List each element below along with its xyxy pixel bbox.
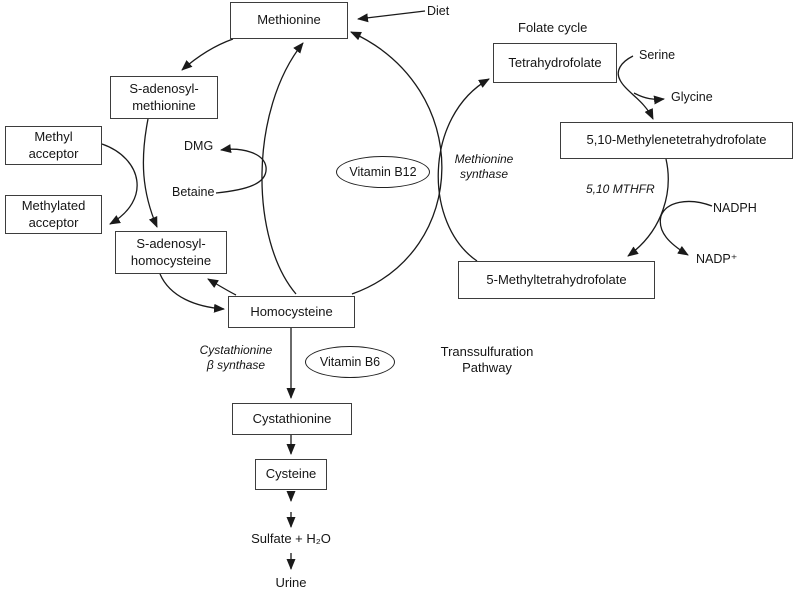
node-methyl-acceptor: Methyl acceptor: [5, 126, 102, 165]
arrow-methionine-to-sam: [181, 38, 234, 71]
arrow-methylthf-to-tetrahydrofolate: [437, 78, 490, 262]
node-tetrahydrofolate: Tetrahydrofolate: [493, 43, 617, 83]
cofactor-vitamin-b6: Vitamin B6: [305, 346, 395, 378]
enzyme-cystathionine-beta-synthase: Cystathionine β synthase: [199, 343, 273, 372]
label-betaine: Betaine: [172, 185, 215, 199]
label-transsulfuration-pathway: Transsulfuration Pathway: [440, 344, 534, 375]
arrow-diet-to-methionine: [357, 10, 426, 23]
node-cystathionine: Cystathionine: [232, 403, 352, 435]
arrow-branch-to-glycine: [633, 92, 665, 105]
label-nadph: NADPH: [713, 201, 757, 215]
node-methylene-tetrahydrofolate: 5,10-Methylenetetrahydrofolate: [560, 122, 793, 159]
node-methyl-tetrahydrofolate: 5-Methyltetrahydrofolate: [458, 261, 655, 299]
label-glycine: Glycine: [671, 90, 713, 104]
arrow-serine-to-methylenethf: [617, 55, 654, 120]
enzyme-mthfr: 5,10 MTHFR: [586, 182, 655, 196]
enzyme-methionine-synthase: Methionine synthase: [454, 152, 514, 181]
arrow-homocysteine-to-sah: [207, 278, 237, 296]
label-sulfate-water: Sulfate + H₂O: [251, 531, 331, 546]
node-methylated-acceptor: Methylated acceptor: [5, 195, 102, 234]
label-dmg: DMG: [184, 139, 214, 153]
label-nadp-plus: NADP⁺: [696, 252, 738, 266]
node-s-adenosyl-methionine: S-adenosyl- methionine: [110, 76, 218, 119]
arrow-sah-to-homocysteine: [159, 273, 225, 313]
label-urine: Urine: [275, 575, 307, 590]
arrow-methyl-acceptor-to-methylated-acceptor: [101, 143, 138, 225]
node-s-adenosyl-homocysteine: S-adenosyl- homocysteine: [115, 231, 227, 274]
arrow-homocysteine-to-methionine-betaine-arc: [261, 42, 304, 295]
arrow-sam-to-sah: [142, 118, 158, 228]
label-folate-cycle: Folate cycle: [518, 20, 588, 35]
arrow-homocysteine-to-methionine-synthase-arc: [350, 31, 443, 295]
arrow-nadph-to-nadp: [659, 200, 713, 256]
node-homocysteine: Homocysteine: [228, 296, 355, 328]
arrow-betaine-to-dmg: [215, 144, 267, 194]
label-serine: Serine: [639, 48, 676, 62]
node-methionine: Methionine: [230, 2, 348, 39]
label-diet: Diet: [427, 4, 450, 18]
arrow-methylenethf-to-methylthf: [627, 158, 669, 257]
cofactor-vitamin-b12: Vitamin B12: [336, 156, 430, 188]
node-cysteine: Cysteine: [255, 459, 327, 490]
